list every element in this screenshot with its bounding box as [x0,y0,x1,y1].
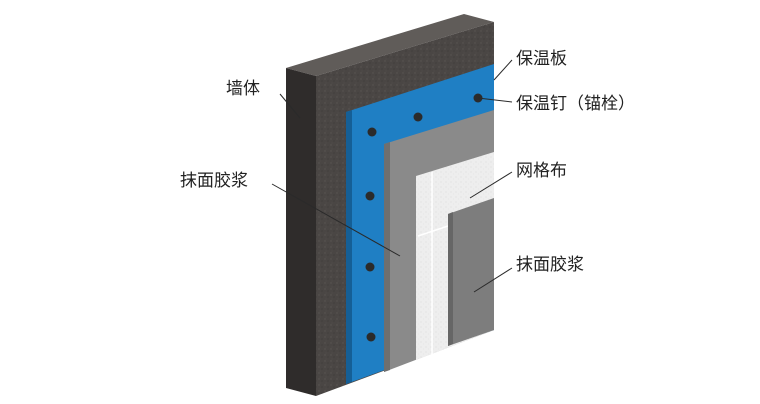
label-anchor: 保温钉（锚栓） [516,94,635,114]
anchor-head [413,112,423,122]
mortar-base-edge [384,142,390,372]
mortar-finish-layer [448,198,494,346]
insulation-leader [493,59,513,81]
insulation-board-edge [346,110,352,384]
label-mortar-right: 抹面胶浆 [516,255,584,275]
anchor-head [367,127,377,137]
anchor-head [365,262,375,272]
anchor-head [365,191,375,201]
mesh-strand [417,225,449,237]
wall-side-face [286,68,316,396]
wall-top-face [286,14,494,76]
label-wall: 墙体 [226,79,260,99]
label-insulation-board: 保温板 [516,49,567,69]
anchor-leader [477,97,513,103]
label-mortar-left: 抹面胶浆 [180,171,248,191]
mortar-finish-edge [448,212,453,346]
mortar-left-leader [271,183,401,257]
wall-leader [279,93,301,119]
mortar-finish-face [448,198,494,346]
label-mesh: 网格布 [516,161,567,181]
mortar-right-leader [473,267,513,293]
mesh-leader [469,171,513,199]
anchor-heads [365,93,483,342]
anchor-head [366,332,376,342]
